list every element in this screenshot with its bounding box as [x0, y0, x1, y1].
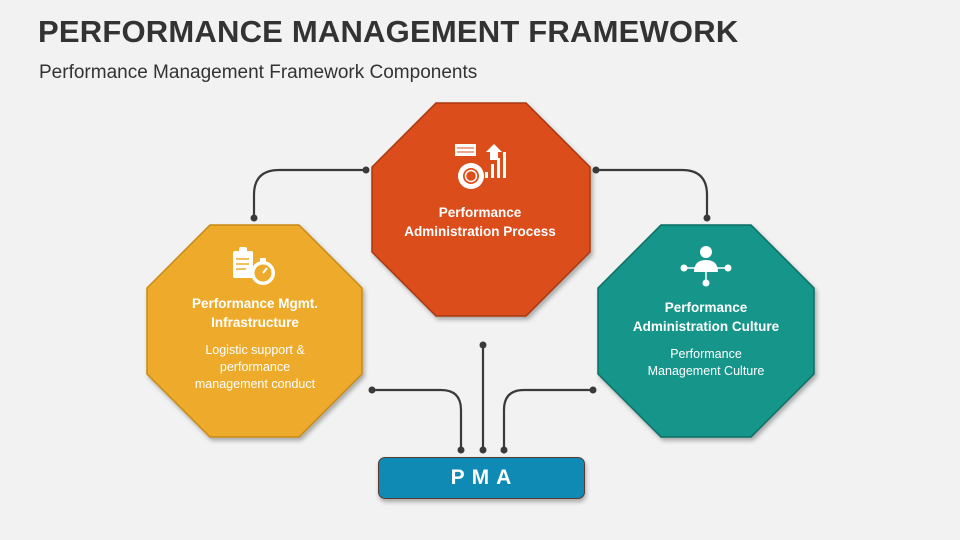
culture-desc-line2: Management Culture	[647, 364, 765, 378]
octagon-culture	[597, 224, 815, 438]
infrastructure-desc-line3: management conduct	[194, 377, 316, 391]
infrastructure-heading-line2: Infrastructure	[211, 315, 299, 330]
infrastructure-desc-line1: Logistic support &	[205, 343, 305, 357]
octagon-infrastructure	[146, 224, 363, 438]
page-subtitle: Performance Management Framework Compone…	[39, 62, 478, 83]
connector-dots	[250, 166, 711, 454]
page-title: PERFORMANCE MANAGEMENT FRAMEWORK	[38, 14, 739, 49]
culture-heading-line2: Administration Culture	[632, 319, 780, 334]
node-infrastructure: Performance Mgmt. Infrastructure Logistic…	[150, 294, 360, 393]
process-heading-line1: Performance	[438, 205, 522, 220]
connector-bottom-left	[372, 388, 463, 450]
user-network-icon	[680, 246, 732, 287]
connector-top-left	[252, 168, 366, 218]
gear-chart-icon	[455, 144, 506, 189]
clipboard-stopwatch-icon	[233, 247, 275, 285]
infrastructure-heading-line1: Performance Mgmt.	[191, 296, 319, 311]
connector-bottom-right	[502, 388, 593, 450]
octagon-process	[371, 102, 591, 317]
culture-heading-line1: Performance	[664, 300, 748, 315]
connectors	[252, 168, 709, 450]
process-heading-line2: Administration Process	[404, 224, 556, 239]
pma-box: PMA	[378, 457, 585, 499]
culture-desc-line1: Performance	[670, 347, 742, 361]
connector-top-right	[596, 168, 709, 218]
infrastructure-desc-line2: performance	[219, 360, 291, 374]
